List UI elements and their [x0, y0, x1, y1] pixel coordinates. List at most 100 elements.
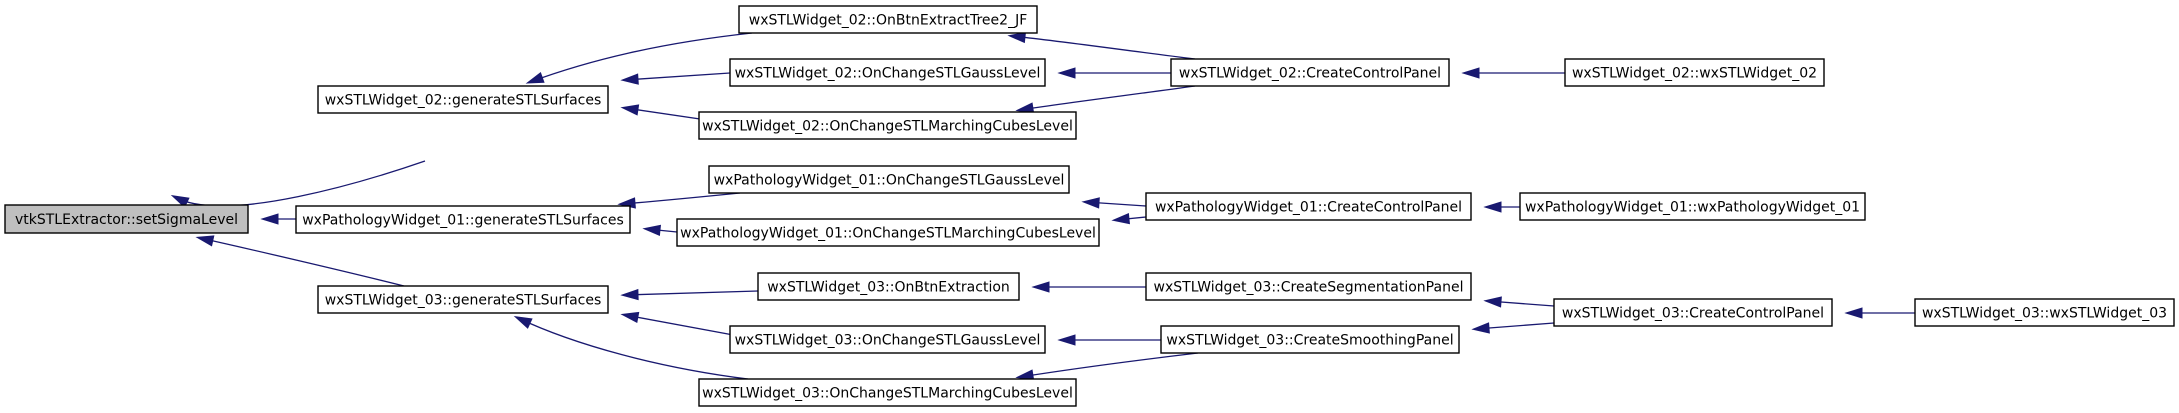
node-box — [295, 205, 631, 234]
edge-arrowhead — [513, 316, 533, 329]
edge-line — [624, 72, 731, 81]
node-box — [1145, 272, 1472, 301]
node-label: wxSTLWidget_03::OnChangeSTLMarchingCubes… — [702, 386, 1073, 402]
node-box — [708, 165, 1070, 194]
node-box — [1914, 298, 2175, 327]
edge-n2-to-n0 — [260, 213, 296, 225]
graph-node[interactable]: wxPathologyWidget_01::wxPathologyWidget_… — [1519, 192, 1866, 221]
graph-node[interactable]: wxSTLWidget_03::OnChangeSTLMarchingCubes… — [698, 378, 1077, 407]
edge-line — [1019, 352, 1199, 378]
edge-arrowhead — [1461, 67, 1480, 79]
graph-node[interactable]: wxSTLWidget_02::OnChangeSTLGaussLevel — [729, 58, 1046, 87]
edge-arrowhead — [1031, 281, 1050, 293]
graph-node[interactable]: wxSTLWidget_03::CreateSegmentationPanel — [1145, 272, 1472, 301]
graph-node[interactable]: wxPathologyWidget_01::OnChangeSTLGaussLe… — [708, 165, 1070, 194]
graph-node[interactable]: wxPathologyWidget_01::OnChangeSTLMarchin… — [676, 218, 1100, 247]
root-node: vtkSTLExtractor::setSigmaLevel — [4, 204, 249, 234]
edge-n9-to-n2 — [617, 192, 741, 209]
graph-node[interactable]: wxSTLWidget_02::OnChangeSTLMarchingCubes… — [698, 111, 1077, 140]
edge-n5-to-n1 — [620, 72, 731, 85]
node-box — [1519, 192, 1866, 221]
node-box — [698, 378, 1077, 407]
graph-node[interactable]: wxSTLWidget_03::CreateControlPanel — [1553, 298, 1833, 327]
edge-n18-to-n17 — [1471, 322, 1555, 334]
edge-arrowhead — [170, 194, 190, 208]
graph-node[interactable]: wxSTLWidget_02::wxSTLWidget_02 — [1564, 58, 1825, 87]
node-label: wxSTLWidget_03::OnBtnExtraction — [767, 280, 1010, 296]
edge-n17-to-n15 — [1015, 352, 1199, 381]
node-box — [729, 58, 1046, 87]
edge-arrowhead — [620, 311, 640, 324]
node-label: wxSTLWidget_03::CreateControlPanel — [1562, 306, 1824, 322]
edge-n7-to-n4 — [1007, 31, 1196, 60]
node-label: wxPathologyWidget_01::wxPathologyWidget_… — [1525, 200, 1860, 216]
node-box — [317, 85, 609, 114]
node-label: wxSTLWidget_03::CreateSmoothingPanel — [1166, 333, 1453, 349]
edge-line — [624, 290, 759, 296]
edge-line — [1019, 85, 1196, 111]
node-box — [317, 285, 609, 314]
edge-arrowhead — [1081, 197, 1100, 209]
graph-node[interactable]: wxSTLWidget_02::OnBtnExtractTree2_JF — [738, 5, 1038, 34]
node-label: wxPathologyWidget_01::OnChangeSTLMarchin… — [680, 226, 1096, 242]
graph-node[interactable]: wxPathologyWidget_01::CreateControlPanel — [1145, 192, 1472, 221]
graph-node[interactable]: wxSTLWidget_03::generateSTLSurfaces — [317, 285, 609, 314]
graph-node[interactable]: wxPathologyWidget_01::generateSTLSurface… — [295, 205, 631, 234]
edge-arrowhead — [195, 235, 215, 247]
node-label: wxSTLWidget_03::OnChangeSTLGaussLevel — [735, 333, 1041, 349]
node-box — [4, 204, 249, 234]
node-label: wxPathologyWidget_01::OnChangeSTLGaussLe… — [714, 173, 1065, 189]
node-box — [1564, 58, 1825, 87]
node-box — [757, 272, 1020, 301]
edge-arrowhead — [1007, 31, 1027, 44]
edge-n4-to-n1 — [525, 32, 753, 84]
edge-n15-to-n3 — [513, 316, 749, 380]
edge-arrowhead — [1057, 334, 1076, 346]
edge-line — [199, 237, 405, 287]
edge-line — [1011, 35, 1196, 60]
edge-n7-to-n6 — [1015, 85, 1196, 114]
node-label: vtkSTLExtractor::setSigmaLevel — [15, 212, 238, 228]
graph-node[interactable]: wxSTLWidget_02::generateSTLSurfaces — [317, 85, 609, 114]
node-box — [1553, 298, 1833, 327]
node-box — [738, 5, 1038, 34]
edge-n3-to-n0 — [195, 235, 405, 287]
edge-n12-to-n11 — [1483, 201, 1520, 213]
graph-node[interactable]: wxSTLWidget_03::OnChangeSTLGaussLevel — [729, 325, 1046, 354]
edge-n16-to-n13 — [1031, 281, 1146, 293]
edge-arrowhead — [642, 224, 661, 236]
node-label: wxSTLWidget_02::OnChangeSTLGaussLevel — [735, 66, 1041, 82]
node-label: wxSTLWidget_02::generateSTLSurfaces — [325, 93, 602, 109]
edge-arrowhead — [260, 213, 279, 225]
node-label: wxSTLWidget_03::wxSTLWidget_03 — [1922, 306, 2167, 322]
edge-line — [529, 32, 753, 83]
node-label: wxSTLWidget_02::wxSTLWidget_02 — [1572, 66, 1817, 82]
graph-node[interactable]: wxSTLWidget_02::CreateControlPanel — [1170, 58, 1450, 87]
edge-arrowhead — [1111, 213, 1130, 225]
edge-line — [174, 160, 426, 207]
edge-n18-to-n16 — [1483, 296, 1555, 308]
node-label: wxSTLWidget_03::generateSTLSurfaces — [325, 293, 602, 309]
edge-arrowhead — [1844, 307, 1863, 319]
edge-n8-to-n7 — [1461, 67, 1565, 79]
node-label: wxSTLWidget_02::OnBtnExtractTree2_JF — [749, 13, 1028, 29]
node-box — [1145, 192, 1472, 221]
node-label: wxSTLWidget_03::CreateSegmentationPanel — [1154, 280, 1464, 296]
edge-n13-to-n3 — [620, 288, 759, 301]
graph-node[interactable]: wxSTLWidget_03::OnBtnExtraction — [757, 272, 1020, 301]
edge-arrowhead — [1483, 296, 1502, 308]
graph-node[interactable]: wxSTLWidget_03::wxSTLWidget_03 — [1914, 298, 2175, 327]
node-box — [1160, 325, 1460, 354]
node-label: wxSTLWidget_02::OnChangeSTLMarchingCubes… — [702, 119, 1073, 135]
nodes-layer: vtkSTLExtractor::setSigmaLevelwxSTLWidge… — [4, 5, 2175, 407]
node-label: wxPathologyWidget_01::CreateControlPanel — [1155, 200, 1462, 216]
edge-n11-to-n9 — [1081, 197, 1147, 209]
node-box — [1170, 58, 1450, 87]
graph-node[interactable]: wxSTLWidget_03::CreateSmoothingPanel — [1160, 325, 1460, 354]
edge-arrowhead — [1483, 201, 1502, 213]
edge-n11-to-n10 — [1111, 213, 1147, 225]
node-box — [698, 111, 1077, 140]
edge-arrowhead — [1057, 67, 1076, 79]
edge-n1-to-n0 — [170, 160, 426, 208]
